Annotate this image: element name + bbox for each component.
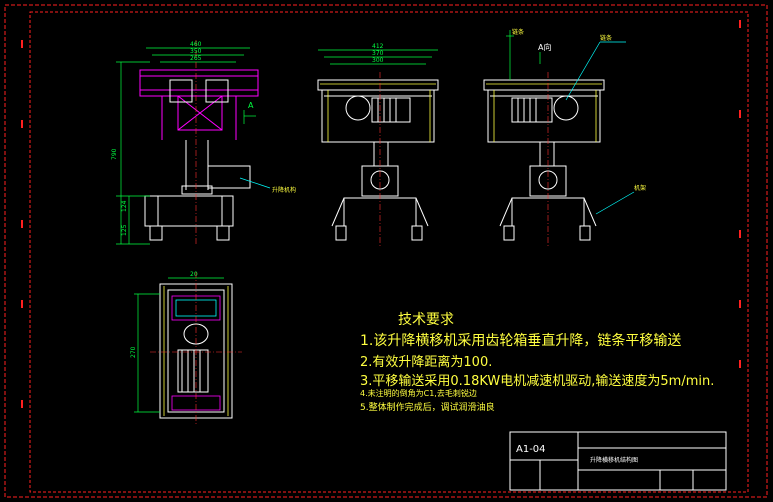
notes-title: 技术要求 [398,312,454,328]
side-dim-125: 125 [121,224,128,236]
note-item-3: 3.平移输送采用0.18KW电机减速机驱动,输送速度为5m/min. [360,374,715,389]
rear-callout-top-right: 链条 [600,34,612,42]
side-dim-790: 790 [111,148,118,160]
rear-view [483,30,635,246]
note-item-4: 4.未注明的倒角为C1,去毛刺锐边 [360,389,477,398]
rear-view-label: A向 [538,42,551,52]
note-item-5: 5.整体制作完成后，调试润滑油良 [360,403,495,413]
side-section-mark: A [248,101,254,110]
title-block-drawing-number: A1-04 [516,444,546,455]
note-item-1: 1.该升降横移机采用齿轮箱垂直升降，链条平移输送 [360,333,682,349]
side-dim-265: 265 [190,55,202,62]
title-block-drawing-name: 升降横移机结构图 [590,457,639,464]
side-callout: 升降机构 [272,186,296,194]
side-view [116,40,271,246]
plan-dim-20: 20 [190,271,198,278]
front-dim-300: 300 [372,57,384,64]
drawing-frame [4,4,768,498]
plan-view [134,272,242,424]
plan-dim-270: 270 [130,346,137,358]
front-dim-412: 412 [372,43,384,50]
note-item-2: 2.有效升降距离为100. [360,355,493,370]
side-dim-460: 460 [190,41,202,48]
side-dim-124: 124 [121,200,128,212]
title-block [509,431,727,491]
side-dim-350: 350 [190,48,202,55]
rear-callout-top: 链条 [512,28,524,36]
rear-callout-bottom: 机架 [634,184,646,192]
front-view [317,49,439,246]
front-dim-370: 370 [372,50,384,57]
